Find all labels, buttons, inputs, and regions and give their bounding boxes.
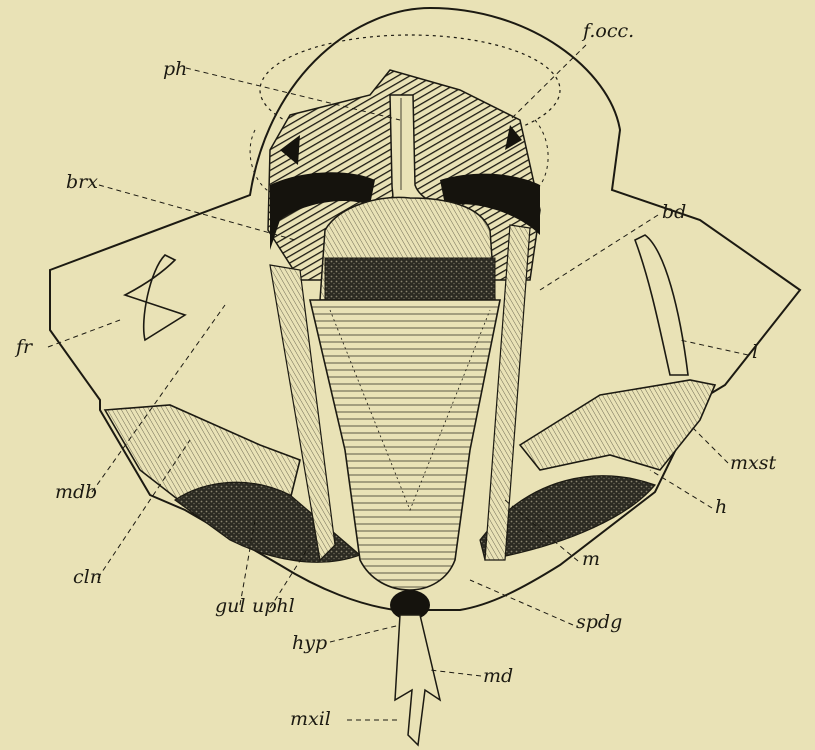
label-spdg: spdg — [576, 613, 622, 632]
beak — [395, 615, 440, 745]
label-ph: ph — [163, 60, 187, 79]
label-gul: gul — [215, 597, 245, 616]
label-hyp: hyp — [292, 634, 327, 653]
label-bd: bd — [662, 203, 686, 222]
label-brx: brx — [66, 173, 98, 192]
label-mxst: mxst — [730, 454, 776, 473]
label-mxil: mxil — [290, 710, 331, 729]
label-f-occ: f.occ. — [583, 22, 634, 41]
label-uphl: uphl — [252, 597, 295, 616]
label-md: md — [483, 667, 513, 686]
label-fr: fr — [16, 338, 32, 357]
label-cln: cln — [73, 568, 102, 587]
label-l: l — [752, 343, 758, 362]
label-m: m — [582, 550, 600, 569]
label-h: h — [715, 498, 727, 517]
label-mdb: mdb — [55, 483, 97, 502]
